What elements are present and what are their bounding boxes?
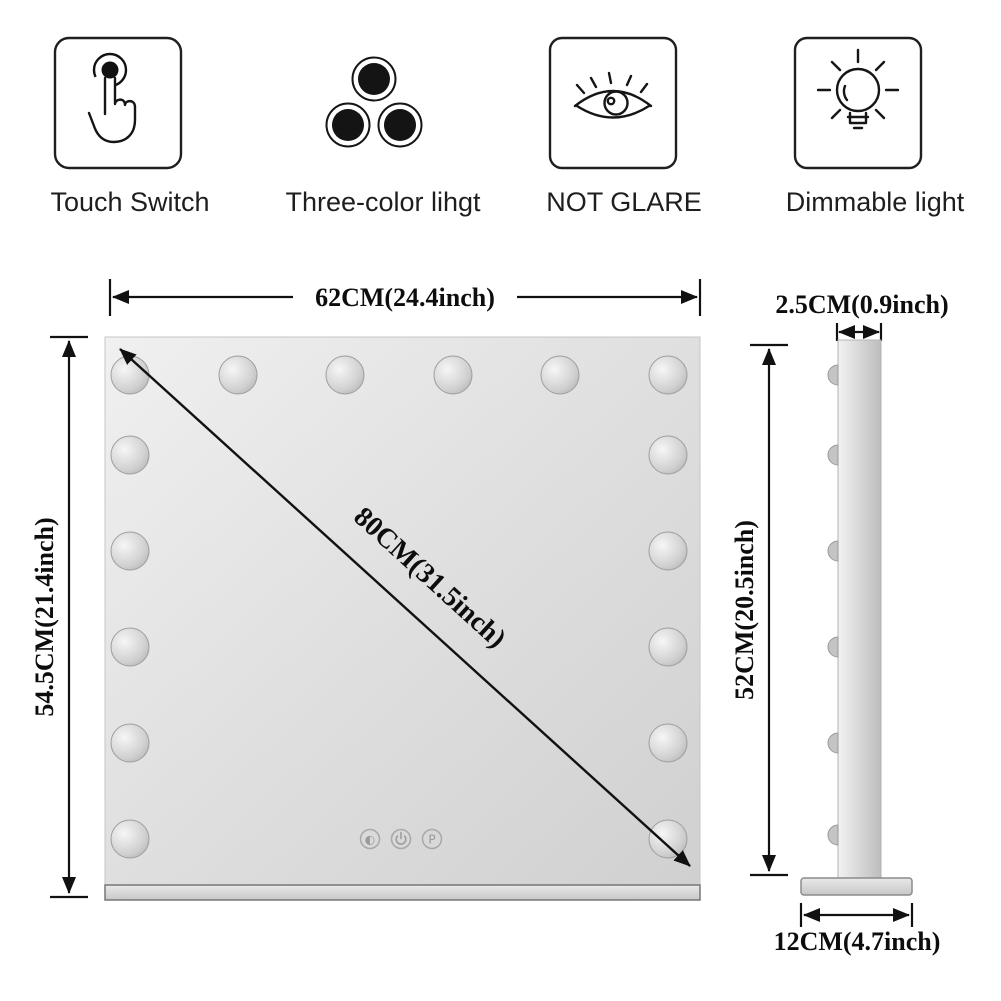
front-width-label: 62CM(24.4inch)	[315, 283, 495, 312]
eye-lower-lid	[575, 104, 651, 119]
feature-label-three-color: Three-color lihgt	[285, 187, 481, 217]
bulb	[648, 723, 688, 763]
bulb-globe	[835, 67, 881, 113]
base-width-dimension: 12CM(4.7inch)	[774, 903, 941, 956]
feature-touch-switch: Touch Switch	[50, 36, 210, 217]
bulb	[110, 723, 150, 763]
feature-three-color: Three-color lihgt	[285, 56, 481, 217]
mirror-front	[104, 336, 701, 886]
p-button-label: P	[428, 833, 435, 847]
three-color-icon	[325, 56, 423, 148]
eye-pupil	[606, 96, 616, 106]
bulb	[110, 531, 150, 571]
feature-label-touch-switch: Touch Switch	[50, 187, 209, 217]
bulb	[110, 627, 150, 667]
bulb-rays	[816, 48, 900, 120]
front-height-label: 54.5CM(21.4inch)	[30, 517, 59, 716]
feature-label-dimmable: Dimmable light	[786, 187, 965, 217]
touch-ripple	[92, 52, 128, 88]
side-bulb	[827, 444, 839, 466]
bulb	[648, 627, 688, 667]
side-bulb	[827, 732, 839, 754]
bulb	[110, 355, 150, 395]
side-bulb	[827, 540, 839, 562]
side-bulb	[827, 824, 839, 846]
dim-arrow	[119, 348, 691, 867]
bulb	[218, 355, 258, 395]
feature-dimmable-light: Dimmable light	[786, 36, 965, 217]
bulb	[110, 819, 150, 859]
side-base	[800, 877, 913, 896]
bulb-base	[846, 111, 870, 130]
three-color-dot	[384, 109, 416, 141]
bulb	[648, 355, 688, 395]
dimmable-box	[793, 36, 923, 170]
bulb	[325, 355, 365, 395]
front-width-dimension: 62CM(24.4inch)	[108, 279, 702, 316]
mirror-side-panel	[837, 339, 882, 879]
feature-not-glare: NOT GLARE	[546, 36, 702, 217]
color-mode-icon: ◐	[365, 833, 375, 847]
eye-iris	[603, 90, 629, 116]
touch-switch-box	[53, 36, 183, 170]
front-height-dimension: 54.5CM(21.4inch)	[30, 335, 88, 899]
touch-hand	[87, 76, 137, 144]
bulb	[648, 819, 688, 859]
feature-label-not-glare: NOT GLARE	[546, 187, 702, 217]
side-bulb	[827, 364, 839, 386]
three-color-dot	[358, 63, 390, 95]
bulb	[648, 435, 688, 475]
side-height-label: 52CM(20.5inch)	[730, 520, 759, 700]
bulb	[433, 355, 473, 395]
eye-icon	[573, 71, 653, 119]
bulb	[648, 531, 688, 571]
three-color-dot	[332, 109, 364, 141]
bulb	[110, 435, 150, 475]
side-depth-label: 2.5CM(0.9inch)	[775, 290, 948, 319]
touch-icon	[87, 52, 137, 144]
eye-lashes	[575, 71, 649, 95]
side-depth-dimension	[835, 323, 883, 341]
touch-dot	[101, 61, 119, 79]
base-width-label: 12CM(4.7inch)	[774, 927, 941, 956]
bulb	[540, 355, 580, 395]
bulb-highlight	[842, 84, 849, 102]
mirror-base-strip	[104, 884, 701, 901]
bulb-icon	[816, 48, 900, 130]
side-height-dimension: 52CM(20.5inch)	[730, 343, 788, 877]
side-bulbs	[827, 364, 839, 846]
side-bulb	[827, 636, 839, 658]
